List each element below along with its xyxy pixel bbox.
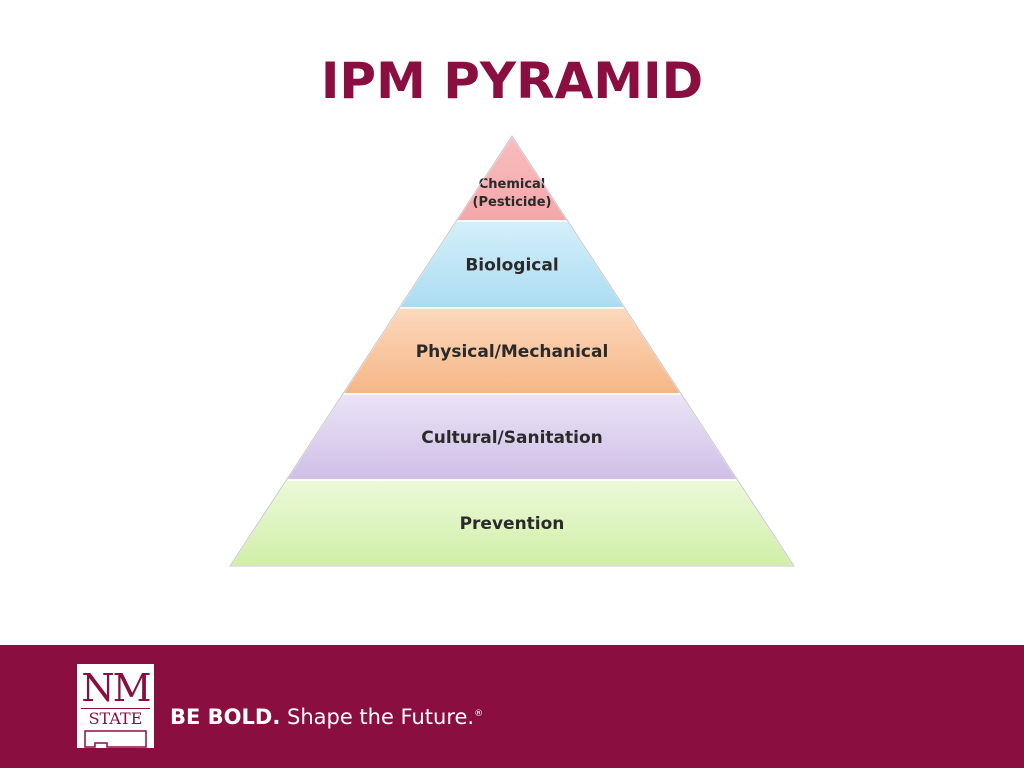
tagline-bold: BE BOLD. — [170, 705, 281, 729]
new-mexico-outline-icon — [84, 730, 147, 748]
pyramid-level-5-label: Prevention — [460, 514, 565, 534]
pyramid-level-3-label: Physical/Mechanical — [416, 342, 609, 362]
pyramid-outline — [229, 135, 795, 567]
ipm-pyramid: Chemical (Pesticide) BiologicalPhysical/Me… — [228, 134, 796, 567]
pyramid-level-2-label: Biological — [465, 255, 558, 275]
pyramid-level-4-label: Cultural/Sanitation — [421, 428, 603, 448]
pyramid-level-1-label: (Pesticide) — [473, 195, 552, 210]
tagline-rest: Shape the Future. — [280, 705, 475, 729]
logo-nm-text: NM — [81, 666, 151, 710]
registered-mark: ® — [474, 709, 484, 719]
pyramid-level-1-label: Chemical — [479, 177, 546, 192]
nmstate-logo: NM STATE — [77, 664, 154, 748]
footer-banner: NM STATE BE BOLD. Shape the Future.® — [0, 645, 1024, 768]
slide-title: IPM PYRAMID — [320, 52, 704, 110]
logo-state-text: STATE — [88, 709, 143, 728]
tagline: BE BOLD. Shape the Future.® — [170, 705, 483, 729]
logo-divider — [81, 708, 150, 709]
